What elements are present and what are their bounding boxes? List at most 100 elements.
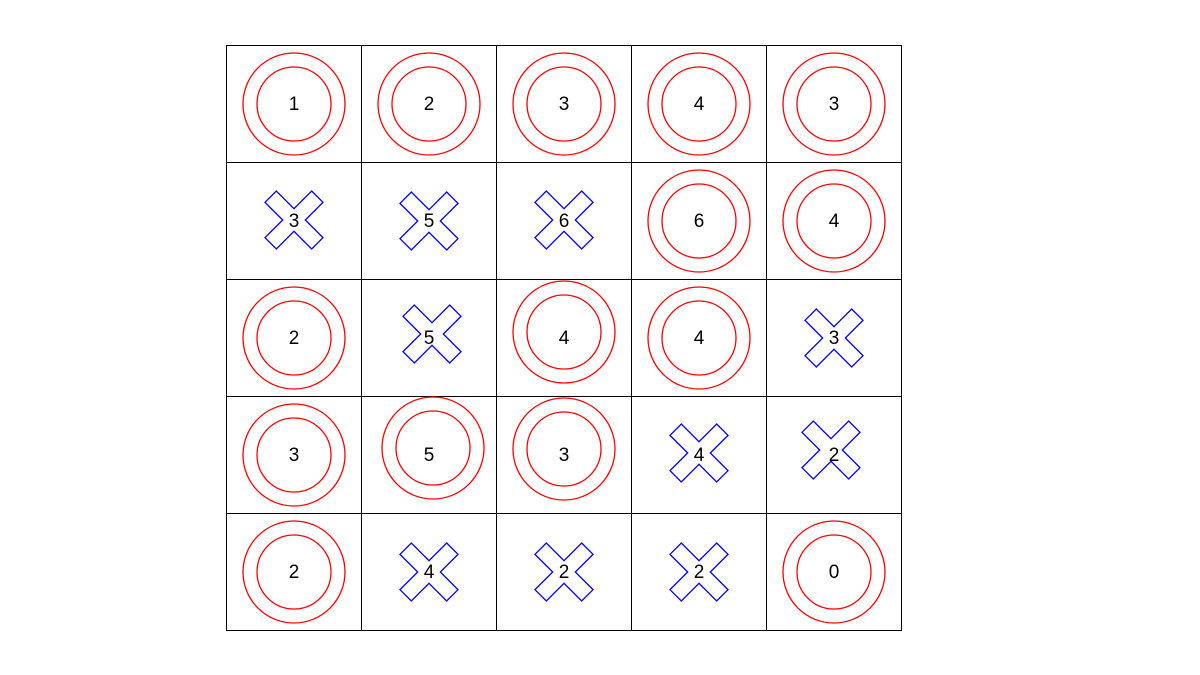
x-cross-shape: [402, 304, 462, 364]
o-mark-icon: [512, 397, 616, 501]
board-cell[interactable]: 4: [362, 514, 497, 631]
board-cell[interactable]: 5: [362, 396, 497, 514]
o-inner-ring: [256, 300, 332, 376]
cell-number: 4: [693, 445, 705, 466]
o-inner-ring: [256, 417, 332, 493]
o-outer-ring: [782, 520, 886, 624]
o-inner-ring: [526, 411, 602, 487]
cell-number: 2: [558, 562, 570, 583]
cell-number: 0: [828, 562, 840, 583]
o-mark-icon: [782, 169, 886, 273]
o-mark-icon: [647, 286, 751, 390]
board-cell[interactable]: 3: [767, 46, 902, 163]
o-inner-ring: [796, 183, 872, 259]
cell-number: 3: [828, 328, 840, 349]
cell-number: 2: [288, 328, 300, 349]
cell-number: 2: [693, 562, 705, 583]
cell-number: 4: [828, 211, 840, 232]
o-outer-ring: [512, 397, 616, 501]
board-cell[interactable]: 4: [767, 163, 902, 280]
board-cell[interactable]: 1: [227, 46, 362, 163]
o-mark-icon: [242, 52, 346, 156]
cell-number: 5: [423, 211, 435, 232]
o-inner-ring: [391, 66, 467, 142]
o-mark-icon: [782, 520, 886, 624]
board-cell[interactable]: 4: [632, 397, 767, 514]
cell-number: 3: [558, 445, 570, 466]
o-outer-ring: [242, 520, 346, 624]
x-cross-shape: [669, 423, 729, 483]
o-mark-icon: [242, 520, 346, 624]
board-cell[interactable]: 6: [497, 163, 632, 280]
board-cell[interactable]: 3: [497, 46, 632, 163]
board-cell[interactable]: 6: [632, 163, 767, 280]
board-cell[interactable]: 4: [497, 280, 632, 397]
o-outer-ring: [782, 52, 886, 156]
board-cell[interactable]: 5: [362, 280, 497, 397]
x-mark-icon: [534, 190, 594, 250]
board-cell[interactable]: 2: [362, 46, 497, 163]
o-mark-icon: [647, 52, 751, 156]
o-inner-ring: [661, 183, 737, 259]
x-cross-shape: [399, 191, 459, 251]
x-mark-icon: [669, 542, 729, 602]
cell-number: 4: [693, 94, 705, 115]
o-outer-ring: [242, 403, 346, 507]
x-cross-outline: [264, 190, 324, 250]
o-inner-ring: [256, 66, 332, 142]
cell-number: 2: [828, 445, 840, 466]
cell-number: 5: [423, 328, 435, 349]
o-mark-icon: [242, 286, 346, 390]
cell-number: 2: [423, 94, 435, 115]
x-mark-icon: [399, 542, 459, 602]
x-mark-icon: [264, 190, 324, 250]
cell-number: 6: [558, 211, 570, 232]
board-cell[interactable]: 5: [362, 163, 497, 280]
x-mark-icon: [804, 308, 864, 368]
o-outer-ring: [512, 280, 616, 384]
o-inner-ring: [661, 66, 737, 142]
o-mark-icon: [381, 396, 485, 500]
x-mark-icon: [801, 420, 861, 480]
cell-number: 4: [558, 328, 570, 349]
board-cell[interactable]: 0: [767, 514, 902, 631]
cell-number: 3: [288, 211, 300, 232]
o-mark-icon: [647, 169, 751, 273]
x-cross-shape: [534, 542, 594, 602]
o-mark-icon: [242, 403, 346, 507]
o-outer-ring: [381, 396, 485, 500]
board-cell[interactable]: 2: [767, 397, 902, 514]
board-cell[interactable]: 3: [497, 397, 632, 514]
board-cell[interactable]: 2: [632, 514, 767, 631]
board-cell[interactable]: 2: [227, 514, 362, 631]
o-inner-ring: [526, 294, 602, 370]
board-cell[interactable]: 2: [227, 280, 362, 397]
x-cross-outline: [669, 423, 729, 483]
o-outer-ring: [647, 52, 751, 156]
o-mark-icon: [512, 52, 616, 156]
o-inner-ring: [796, 66, 872, 142]
x-cross-outline: [402, 304, 462, 364]
o-outer-ring: [647, 169, 751, 273]
cell-number: 5: [423, 445, 435, 466]
board-cell[interactable]: 3: [227, 397, 362, 514]
o-inner-ring: [661, 300, 737, 376]
board-cell[interactable]: 4: [632, 46, 767, 163]
x-cross-outline: [669, 542, 729, 602]
board-cell[interactable]: 2: [497, 514, 632, 631]
o-outer-ring: [242, 286, 346, 390]
o-mark-icon: [377, 52, 481, 156]
o-inner-ring: [796, 534, 872, 610]
board-cell[interactable]: 3: [227, 163, 362, 280]
o-outer-ring: [782, 169, 886, 273]
cell-number: 3: [828, 94, 840, 115]
o-inner-ring: [395, 410, 471, 486]
x-cross-outline: [804, 308, 864, 368]
o-inner-ring: [256, 534, 332, 610]
o-outer-ring: [512, 52, 616, 156]
o-outer-ring: [242, 52, 346, 156]
cell-number: 4: [423, 562, 435, 583]
board-cell[interactable]: 4: [632, 280, 767, 397]
board-cell[interactable]: 3: [767, 280, 902, 397]
